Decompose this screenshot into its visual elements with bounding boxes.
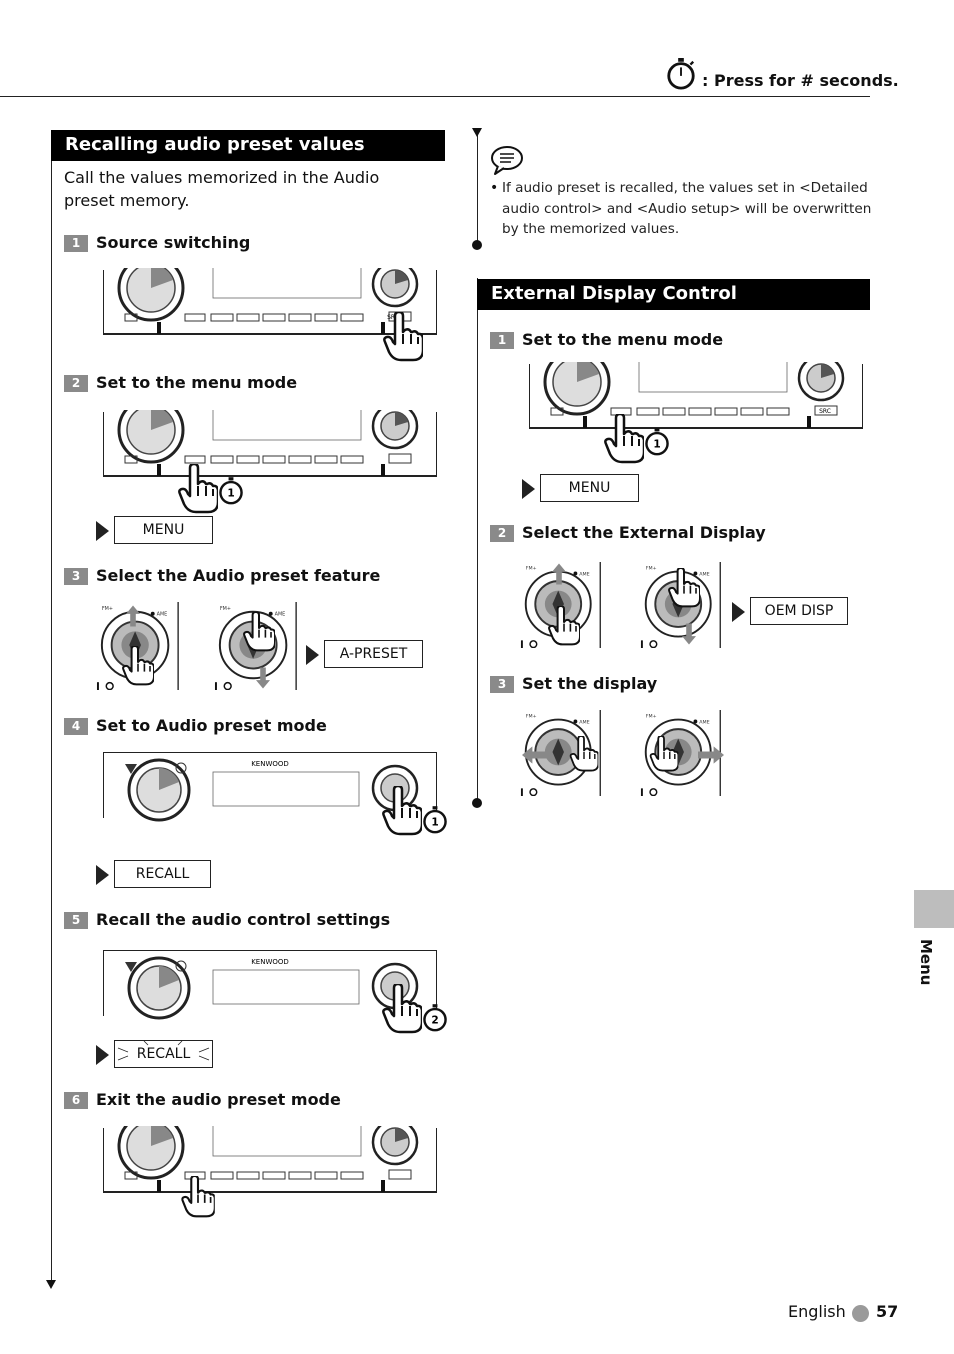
pressing-hand-icon [122,646,154,686]
header-rule [0,96,870,97]
side-tab-label: Menu [917,939,935,986]
step-number-badge: 6 [64,1092,88,1109]
arrow-down-icon [682,622,696,646]
arrow-left-icon [522,746,548,764]
press-seconds-digit: 2 [431,1015,438,1027]
blink-indicator-icon [117,1040,210,1061]
pressing-hand-icon [178,1176,218,1218]
step-number-badge: 4 [64,718,88,735]
head-unit-illustration-step6 [103,1126,437,1196]
head-unit-illustration-step5: KENWOOD [103,950,437,1020]
step-number-badge: 5 [64,912,88,929]
head-unit-illustration-right-step1: SRC [529,362,863,432]
arrow-up-icon [552,562,566,586]
step-number-badge: 2 [64,375,88,392]
step-number-badge: 1 [490,332,514,349]
note-icon [491,146,523,175]
tip-text: If audio preset is recalled, the values … [502,180,872,237]
head-unit-illustration-step2 [103,410,437,480]
src-button-label: SRC [387,314,399,321]
arrow-right-icon [698,746,724,764]
pressing-hand-icon [668,568,700,608]
step-number-badge: 3 [64,568,88,585]
step-label: Select the Audio preset feature [96,566,381,585]
display-text: RECALL [114,1040,213,1068]
pressing-hand-icon [382,984,422,1034]
step-number-badge: 3 [490,676,514,693]
timer-icon [665,58,697,90]
head-unit-illustration-step4: KENWOOD [103,752,437,822]
pressing-hand-icon [243,612,275,652]
brand-logo: KENWOOD [251,958,289,966]
step-label: Set the display [522,674,658,693]
brand-logo: KENWOOD [251,760,289,768]
pressing-hand-icon [548,606,580,646]
head-unit-illustration-step1: SRC [103,268,437,338]
display-arrow-icon [732,602,745,622]
pressing-hand-icon [383,312,423,362]
src-button-label: SRC [819,408,831,415]
press-seconds-digit: 1 [653,439,660,451]
left-guide-end-arrow [46,1280,56,1289]
display-text: A-PRESET [324,640,423,668]
timer-icon: 1 [423,806,447,834]
arrow-down-icon [256,666,270,690]
intro-text: Call the values memorized in the Audio p… [64,168,380,210]
step-label: Exit the audio preset mode [96,1090,341,1109]
display-arrow-icon [306,645,319,665]
timer-icon: 2 [423,1004,447,1032]
step-label: Set to the menu mode [522,330,724,349]
right-guide-end-dot [472,798,482,808]
step-label: Source switching [96,233,251,252]
bullet-icon: • [490,180,499,196]
pressing-hand-icon [382,786,422,836]
step-label: Recall the audio control settings [96,910,391,929]
step-number-badge: 2 [490,525,514,542]
pressing-hand-icon [178,464,218,514]
timer-icon: 1 [219,477,243,505]
right-guide-line [477,278,478,802]
tip-guide-end-dot [472,240,482,250]
section-title-external-display-control: External Display Control [477,279,870,310]
step-label: Set to Audio preset mode [96,716,327,735]
display-text: MENU [540,474,639,502]
header-legend: : Press for # seconds. [702,71,899,90]
pushing-hand-icon [646,736,682,772]
press-seconds-digit: 1 [431,817,438,829]
step-number-badge: 1 [64,235,88,252]
step-label: Set to the menu mode [96,373,298,392]
step-label: Select the External Display [522,523,766,542]
page-number: 57 [876,1302,899,1321]
display-arrow-icon [96,1045,109,1065]
footer-dot-icon [852,1305,869,1322]
pushing-hand-icon [566,736,602,772]
tip-guide-start-arrow [472,128,482,137]
section-title-recalling-audio-preset: Recalling audio preset values [51,130,445,161]
display-text: MENU [114,516,213,544]
side-tab [914,890,954,928]
arrow-up-icon [126,604,140,628]
display-text: RECALL [114,860,211,888]
footer-language: English [788,1302,846,1321]
pressing-hand-icon [604,414,644,464]
timer-icon: 1 [645,428,669,456]
display-arrow-icon [96,865,109,885]
display-text: OEM DISP [750,597,848,625]
display-arrow-icon [522,479,535,499]
display-arrow-icon [96,521,109,541]
tip-guide-line [477,132,478,242]
press-seconds-digit: 1 [227,488,234,500]
left-guide-line [51,130,52,1280]
